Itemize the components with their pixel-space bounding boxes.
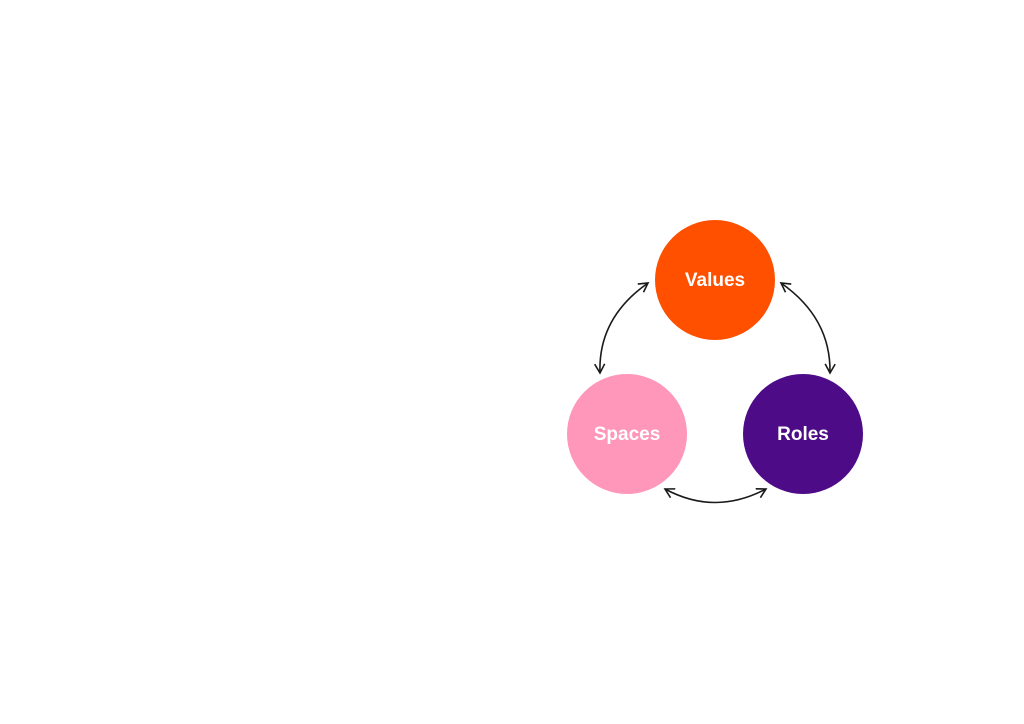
node-spaces: Spaces	[567, 374, 687, 494]
node-values: Values	[655, 220, 775, 340]
arrow-spaces-roles	[663, 487, 768, 504]
node-values-label: Values	[685, 270, 745, 291]
arrow-values-spaces	[593, 282, 650, 375]
arrow-values-roles	[779, 282, 836, 375]
node-values-circle	[655, 220, 775, 340]
node-roles-circle	[743, 374, 863, 494]
node-roles-label: Roles	[777, 424, 829, 445]
node-spaces-label: Spaces	[594, 424, 661, 445]
node-spaces-circle	[567, 374, 687, 494]
node-roles: Roles	[743, 374, 863, 494]
